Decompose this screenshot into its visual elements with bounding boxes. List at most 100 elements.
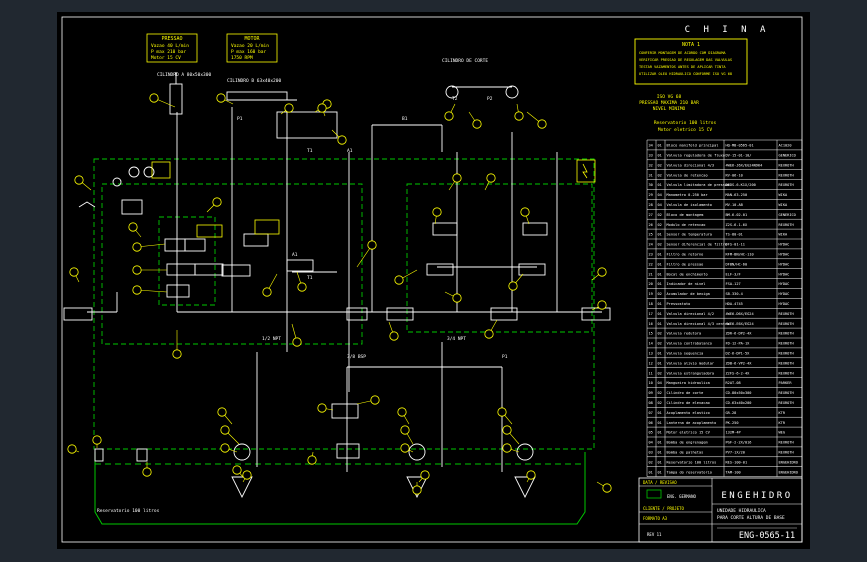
cylinder-a-label: CILINDRO A 80x50x300 — [157, 72, 211, 78]
bom-cell: TAM-100 — [726, 470, 741, 474]
line-label: B1 — [402, 116, 408, 122]
pump-spec-box-1: PRESSAO Vazao 40 L/min P max 210 bar Mot… — [146, 33, 198, 63]
bom-cell: 04 — [658, 381, 662, 385]
bom-cell: Tampa do reservatorio — [667, 470, 712, 474]
callout-balloon — [220, 425, 240, 445]
bom-cell: CD-63x40x200 — [726, 401, 752, 405]
bom-cell: 02 — [658, 401, 662, 405]
company-name: ENGEHIDRO — [721, 491, 792, 501]
bom-cell: REXROTH — [779, 342, 794, 346]
bom-cell: 34 — [649, 144, 653, 148]
callout-balloon — [142, 462, 152, 477]
bom-cell: 30 — [649, 183, 653, 187]
bom-cell: Valvula limitadora de pressao — [667, 183, 730, 187]
callout-balloon — [444, 291, 462, 303]
bom-cell: 01 — [658, 272, 662, 276]
bom-cell: 02 — [658, 163, 662, 167]
customer-label: CLIENTE / PROJETO — [643, 506, 685, 511]
bom-cell: 01 — [658, 352, 662, 356]
bom-cell: 16 — [649, 322, 653, 326]
callout-balloon — [514, 103, 524, 121]
bom-cell: ZDR-6-DP2-4X — [726, 332, 753, 336]
bom-cell: 01 — [658, 470, 662, 474]
bom-cell: HYDAC — [779, 262, 790, 266]
callout-balloon — [412, 482, 422, 495]
bom-cell: REXROTH — [779, 173, 794, 177]
bom-cell: KTR — [779, 421, 786, 425]
bom-cell: HYDAC — [779, 282, 790, 286]
bom-cell: REXROTH — [779, 163, 794, 167]
callout-balloon — [388, 321, 399, 341]
note-line: TESTAR VAZAMENTOS ANTES DE APLICAR TINTA — [639, 65, 726, 69]
bom-cell: 17 — [649, 312, 653, 316]
machine-boundaries — [93, 158, 595, 450]
spec-line: Reservatorio 100 litros — [654, 120, 717, 126]
pump-box-1-line: P max 210 bar — [151, 49, 187, 55]
bom-cell: Valvula direcional 4/3 centro — [667, 322, 730, 326]
callout-balloon — [484, 173, 496, 191]
format-label: FORMATO A3 — [643, 516, 668, 521]
bom-cell: 05 — [649, 431, 653, 435]
bom-cell: 02 — [658, 292, 662, 296]
bom-cell: Bomba de palhetas — [667, 451, 704, 455]
bom-cell: HYDAC — [779, 272, 790, 276]
bom-cell: 01 — [658, 282, 662, 286]
drawing-number: ENG-0565-11 — [739, 531, 795, 541]
bom-cell: ENGEHIDRO — [779, 460, 798, 464]
bom-cell: REXROTH — [779, 312, 794, 316]
bom-cell: 02 — [658, 391, 662, 395]
bom-cell: Sensor de temperatura — [667, 233, 712, 237]
cylinder-c-label: CILINDRO DE CORTE — [442, 58, 488, 64]
bom-cell: 31 — [649, 173, 653, 177]
bom-cell: 02 — [658, 371, 662, 375]
bom-cell: 02 — [649, 460, 653, 464]
callout-balloon — [591, 267, 607, 281]
callout-balloon — [468, 111, 482, 129]
callout-balloons — [67, 93, 612, 495]
bom-cell: 28 — [649, 203, 653, 207]
line-label: 1/2 NPT — [262, 336, 281, 342]
callout-balloon — [484, 319, 498, 339]
callout-balloon — [520, 207, 530, 225]
bom-cell: 32 — [649, 163, 653, 167]
bom-cell: BM-6-02-01 — [726, 213, 748, 217]
bom-cell: Valvula contrabalanco — [667, 342, 712, 346]
bom-cell: HQ-MB-0565-01 — [726, 144, 754, 148]
bom-cell: Modulo de retencao — [667, 223, 706, 227]
bom-cell: REXROTH — [779, 361, 794, 365]
company-logo-icon — [646, 489, 662, 499]
bom-cell: 29 — [649, 193, 653, 197]
bom-cell: REXROTH — [779, 223, 794, 227]
bom-cell: 03 — [649, 451, 653, 455]
bom-cell: ZDB-6-VP2-4X — [726, 361, 753, 365]
bom-cell: Valvula alivio modular — [667, 361, 715, 365]
callout-balloon — [397, 407, 410, 425]
bom-cell: 26 — [649, 223, 653, 227]
callout-balloon — [400, 425, 414, 445]
note-line: UTILIZAR OLEO HIDRAULICO CONFORME ISO VG… — [639, 72, 732, 76]
callout-balloon — [400, 443, 414, 453]
bom-cell: HDA-4745 — [726, 302, 743, 306]
callout-balloon — [69, 267, 80, 283]
callout-balloon — [418, 470, 430, 483]
country-title: C H I N A — [685, 25, 770, 35]
callout-balloon — [356, 240, 377, 268]
callout-balloon — [432, 207, 442, 225]
bom-cell: WIKA — [779, 193, 788, 197]
callout-balloon — [217, 407, 233, 425]
sub-line: NIVEL MINIMO — [653, 106, 686, 112]
bom-cell: DZ-6-DP1-5X — [726, 352, 751, 356]
note-line: VERIFICAR PRESSAO DE REGULAGEM DAS VALVU… — [639, 58, 732, 62]
bom-cell: Acumulador de bexiga — [667, 292, 710, 296]
